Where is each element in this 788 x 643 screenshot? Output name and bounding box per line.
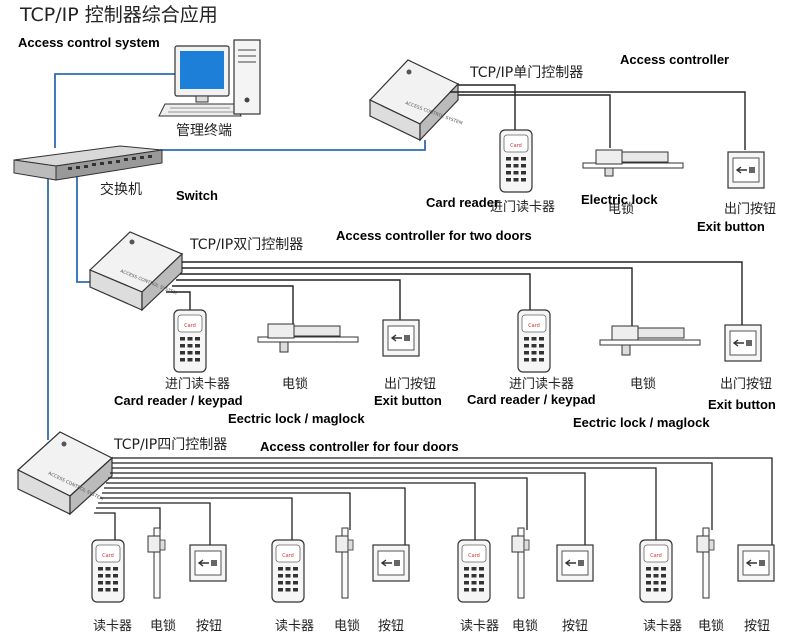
label-four-lock-2: 电锁 (334, 619, 361, 634)
label-four-reader-3: 读卡器 (460, 619, 500, 634)
network-cables (47, 73, 426, 440)
four-lock-1-icon (147, 527, 166, 599)
label-single-controller-cn: TCP/IP单门控制器 (470, 65, 584, 81)
four-lock-3-icon (511, 527, 530, 599)
label-double-lock-1-en: Eectric lock / maglock (228, 411, 365, 426)
single-door-wires (450, 84, 746, 150)
four-door-wires (94, 457, 773, 545)
double-lock-2-icon (599, 325, 701, 356)
label-switch-cn: 交换机 (100, 182, 142, 198)
four-reader-2-icon (271, 539, 305, 603)
label-single-exit-button-en: Exit button (697, 219, 765, 234)
label-four-button-1: 按钮 (196, 619, 223, 634)
label-double-lock-2-cn: 电锁 (630, 377, 657, 392)
label-double-exit-1-cn: 出门按钮 (384, 377, 437, 392)
four-reader-1-icon (91, 539, 125, 603)
label-four-controller-en: Access controller for four doors (260, 439, 459, 454)
label-double-exit-2-cn: 出门按钮 (720, 377, 773, 392)
single-card-reader-icon (499, 129, 533, 193)
label-single-controller-en: Access controller (620, 52, 730, 67)
single-electric-lock-icon (582, 149, 684, 177)
four-button-2-icon (372, 544, 410, 582)
label-four-button-2: 按钮 (378, 619, 405, 634)
label-double-reader-2-cn: 进门读卡器 (509, 377, 575, 392)
label-double-controller-en: Access controller for two doors (336, 228, 532, 243)
double-lock-1-icon (257, 323, 359, 353)
four-button-3-icon (556, 544, 594, 582)
label-double-controller-cn: TCP/IP双门控制器 (190, 237, 304, 253)
label-four-reader-4: 读卡器 (643, 619, 683, 634)
double-card-reader-2-icon (517, 309, 551, 373)
double-door-controller-icon: ACCESS CONTROL SYSTEM (88, 231, 184, 312)
double-exit-button-2-icon (724, 324, 762, 362)
four-reader-4-icon (639, 539, 673, 603)
single-door-controller-icon: ACCESS CONTROL SYSTEM (368, 59, 463, 142)
four-lock-4-icon (696, 527, 715, 599)
label-single-card-reader-cn: 进门读卡器 (490, 200, 556, 215)
label-double-lock-1-cn: 电锁 (282, 377, 309, 392)
label-access-control-system: Access control system (18, 35, 160, 50)
label-single-exit-button-cn: 出门按钮 (724, 202, 777, 217)
label-double-reader-2-en: Card reader / keypad (467, 392, 596, 407)
label-four-reader-2: 读卡器 (275, 619, 315, 634)
label-double-lock-2-en: Eectric lock / maglock (573, 415, 710, 430)
label-double-exit-2-en: Exit button (708, 397, 776, 412)
double-card-reader-1-icon (173, 309, 207, 373)
label-four-lock-3: 电锁 (512, 619, 539, 634)
label-double-reader-1-cn: 进门读卡器 (165, 377, 231, 392)
single-exit-button-icon (727, 151, 765, 189)
label-switch-en: Switch (176, 188, 218, 203)
label-four-button-3: 按钮 (562, 619, 589, 634)
label-four-lock-1: 电锁 (150, 619, 177, 634)
label-single-electric-lock-en: Electric lock (581, 192, 658, 207)
computer-terminal-icon (158, 39, 261, 117)
label-four-reader-1: 读卡器 (93, 619, 133, 634)
label-double-reader-1-en: Card reader / keypad (114, 393, 243, 408)
four-button-4-icon (737, 544, 775, 582)
four-door-controller-icon: ACCESS CONTROL SYSTEM (16, 431, 114, 516)
four-button-1-icon (189, 544, 227, 582)
label-double-exit-1-en: Exit button (374, 393, 442, 408)
label-four-button-4: 按钮 (744, 619, 771, 634)
label-single-card-reader-en: Card reader (426, 195, 499, 210)
label-four-controller-cn: TCP/IP四门控制器 (114, 437, 228, 453)
label-four-lock-4: 电锁 (698, 619, 725, 634)
label-management-terminal: 管理终端 (176, 123, 232, 139)
double-door-wires (166, 261, 743, 328)
diagram-title: TCP/IP 控制器综合应用 (20, 4, 218, 26)
four-lock-2-icon (335, 527, 354, 599)
label-single-electric-lock-cn: 电锁 (608, 202, 635, 217)
network-switch-icon (13, 145, 163, 181)
double-exit-button-1-icon (382, 319, 420, 357)
four-reader-3-icon (457, 539, 491, 603)
